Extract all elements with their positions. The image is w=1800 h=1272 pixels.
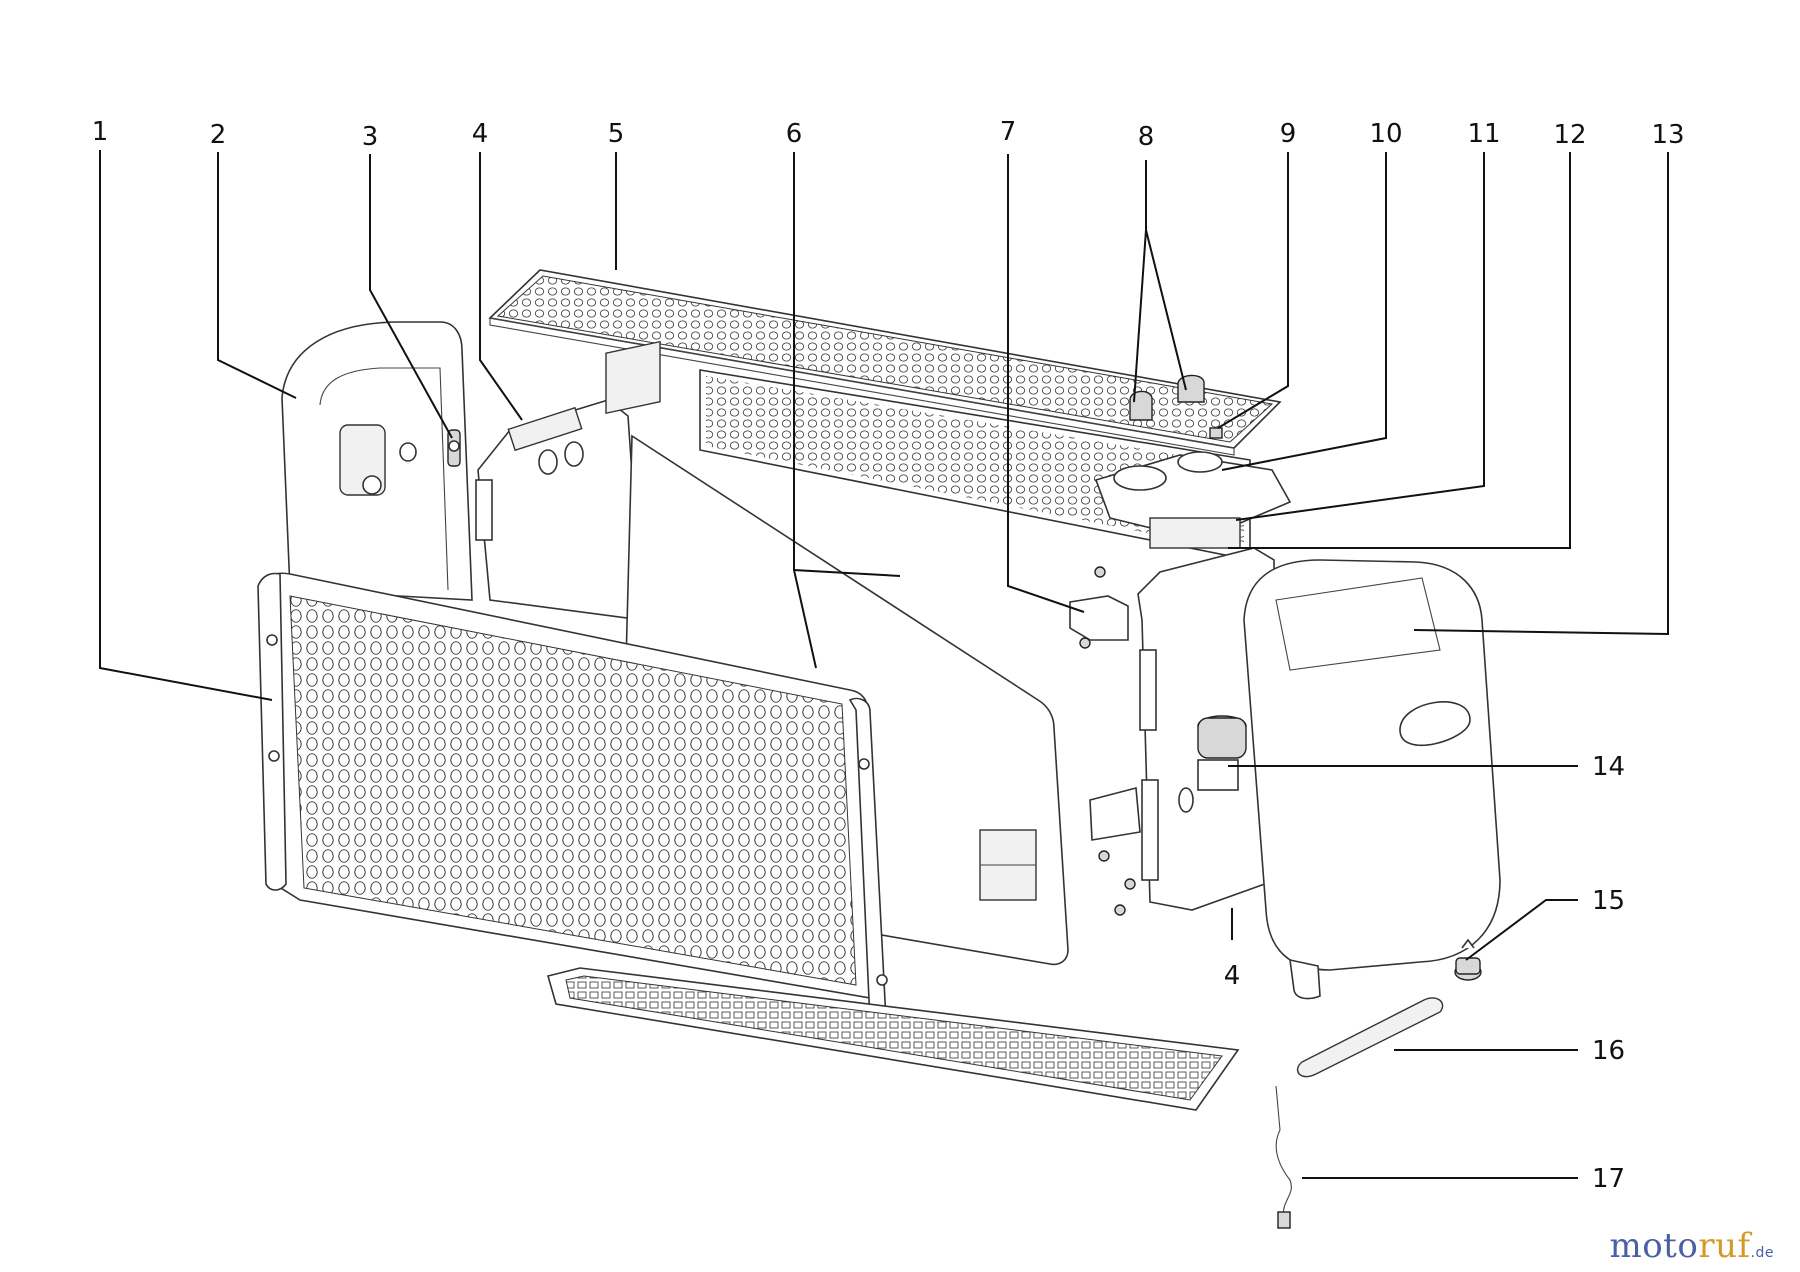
part-label-7: 7 bbox=[1000, 117, 1017, 147]
part-label-15: 15 bbox=[1592, 886, 1625, 916]
handle-part bbox=[1297, 997, 1444, 1078]
left-side-cover-part bbox=[281, 321, 473, 601]
part-label-6: 6 bbox=[786, 119, 803, 149]
part-label-9: 9 bbox=[1280, 119, 1297, 149]
motoruf-logo: motoruf.de bbox=[1609, 1226, 1774, 1266]
logo-tld: .de bbox=[1750, 1245, 1774, 1261]
left-bracket-part bbox=[475, 399, 643, 621]
part-labels: 1 2 3 4 5 6 7 8 9 10 11 12 13 4 14 15 16… bbox=[92, 117, 1685, 1194]
front-grille-part bbox=[257, 572, 888, 1030]
right-side-cover-part bbox=[1243, 559, 1501, 1000]
small-bracket-part bbox=[1069, 566, 1129, 649]
bottom-grille-part bbox=[547, 967, 1240, 1111]
knob-part bbox=[1197, 715, 1247, 791]
part-label-3: 3 bbox=[362, 122, 379, 152]
clip-part bbox=[447, 429, 461, 467]
part-label-8: 8 bbox=[1138, 122, 1155, 152]
part-label-1: 1 bbox=[92, 117, 109, 147]
part-label-14: 14 bbox=[1592, 752, 1625, 782]
logo-part-a: moto bbox=[1609, 1226, 1699, 1266]
part-label-17: 17 bbox=[1592, 1164, 1625, 1194]
leader-lines bbox=[99, 150, 1669, 1179]
logo-part-b: ruf bbox=[1698, 1226, 1751, 1266]
cap-part bbox=[1454, 938, 1482, 981]
part-label-12: 12 bbox=[1553, 120, 1586, 150]
part-label-10: 10 bbox=[1369, 119, 1402, 149]
part-label-16: 16 bbox=[1592, 1036, 1625, 1066]
part-label-4: 4 bbox=[472, 119, 489, 149]
part-label-11: 11 bbox=[1467, 119, 1500, 149]
part-label-4-lower: 4 bbox=[1224, 961, 1241, 991]
part-label-2: 2 bbox=[210, 120, 227, 150]
part-label-5: 5 bbox=[608, 119, 625, 149]
part-label-13: 13 bbox=[1651, 120, 1684, 150]
cable-part bbox=[1275, 1085, 1292, 1229]
top-grille-part bbox=[488, 269, 1282, 456]
